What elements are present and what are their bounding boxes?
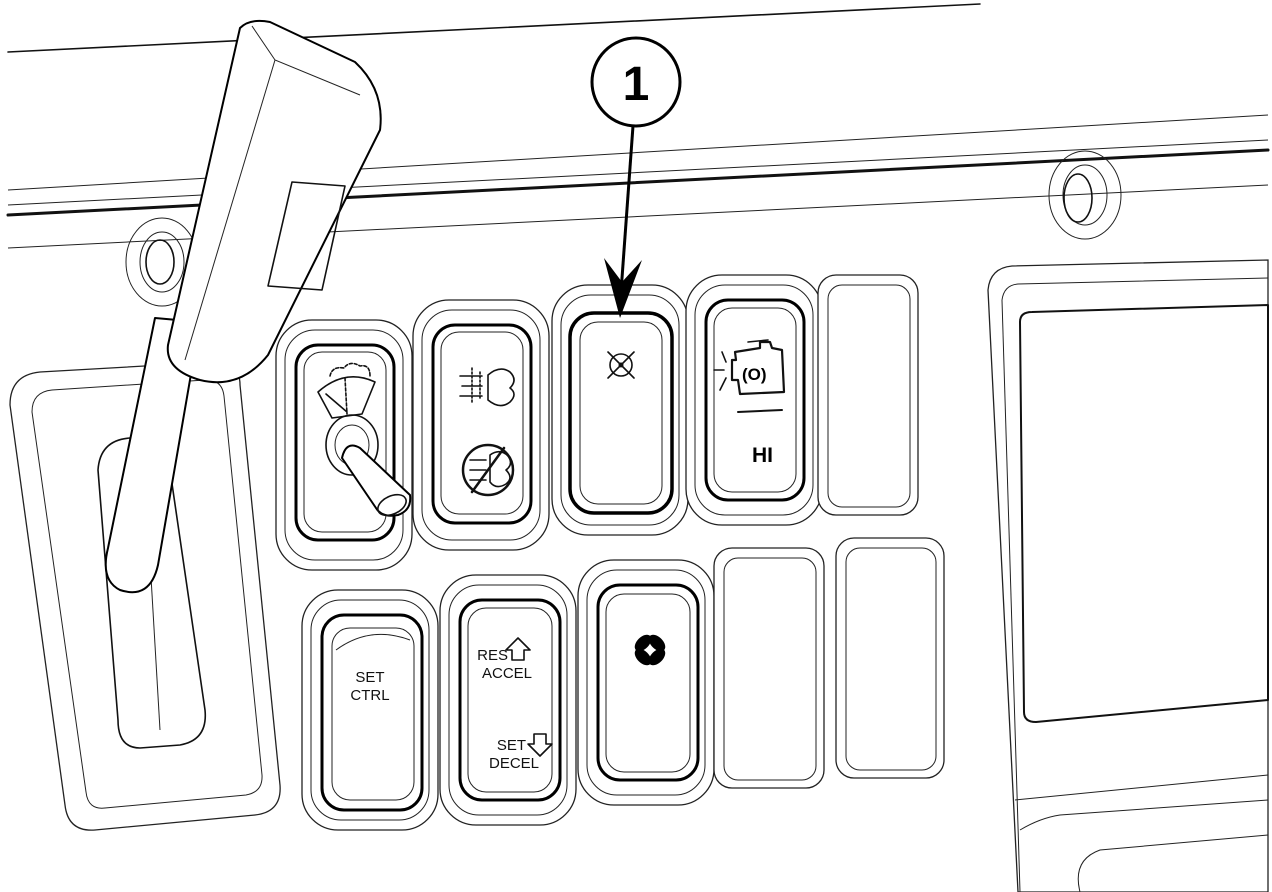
indicator-icon [607, 351, 635, 379]
switch-mirror-heat[interactable] [412, 299, 550, 551]
switch-blank-2[interactable] [713, 547, 825, 789]
arrow-down-icon [527, 733, 553, 757]
switch-fan[interactable] [577, 559, 715, 806]
wiper-washer-icon [317, 362, 376, 419]
cruise-res-bot2: DECEL [489, 755, 539, 772]
switch-wiper-washer[interactable] [275, 319, 413, 571]
mirror-heat-icon [459, 367, 515, 407]
switch-cruise-set[interactable]: SET CTRL [301, 589, 439, 831]
cruise-set-line1: SET [355, 669, 384, 686]
cruise-set-line2: CTRL [350, 687, 389, 704]
callout-arrowhead [604, 258, 642, 318]
mirror-heat-off-icon [461, 443, 515, 497]
mounting-bolt-right [1048, 150, 1122, 240]
display-screen [987, 259, 1269, 892]
switch-blank-3[interactable] [835, 537, 945, 779]
callout-circle [590, 36, 682, 128]
shifter-bezel [9, 361, 281, 831]
switch-engine-fan[interactable]: (O) HI [685, 274, 823, 526]
callout-leader-line [619, 125, 635, 293]
cruise-res-top1: RES [477, 647, 508, 664]
cruise-res-bot1: SET [497, 737, 526, 754]
svg-text:(O): (O) [742, 365, 767, 384]
switch-indicated[interactable] [551, 284, 689, 536]
engine-fan-label: HI [752, 444, 773, 467]
cruise-res-top2: ACCEL [482, 665, 532, 682]
switch-cruise-res[interactable]: RES ACCEL SET DECEL [439, 574, 577, 826]
arrow-up-icon [505, 637, 531, 661]
callout-number: 1 [623, 58, 650, 111]
shifter-lever [104, 19, 382, 594]
callout-1: 1 [590, 36, 682, 318]
fan-icon [634, 634, 666, 666]
engine-icon: (O) [713, 339, 786, 396]
switch-blank-1[interactable] [817, 274, 919, 516]
